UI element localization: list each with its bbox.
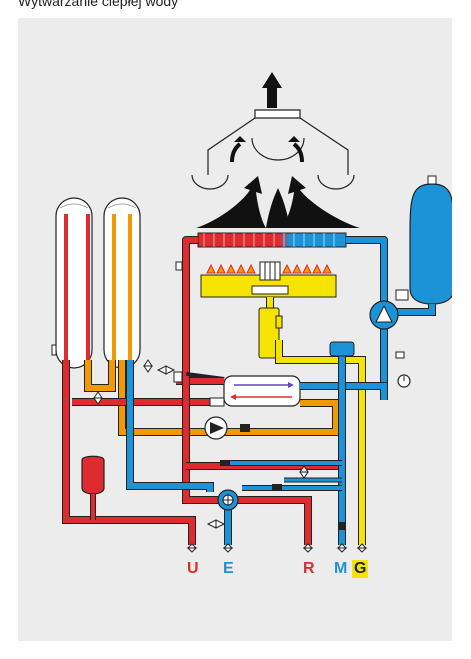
gauge-icon <box>398 375 410 387</box>
flue-gas-arrows <box>196 176 360 228</box>
connection-label-u: U <box>187 560 199 578</box>
connection-label-e: E <box>223 560 234 578</box>
connection-label-g: G <box>352 560 368 578</box>
pump-icon <box>370 290 408 358</box>
heat-exchanger-icon <box>224 376 300 406</box>
boiler-schematic <box>18 18 452 641</box>
expansion-vessel-icon <box>384 176 452 312</box>
sensor-block <box>330 342 354 356</box>
caption: Wytwarzanie ciepłej wody <box>18 0 178 9</box>
flow-turbine-icon <box>218 490 238 510</box>
dhw-expansion-vessel-icon <box>82 456 104 520</box>
connection-label-m: M <box>334 560 347 578</box>
connection-label-r: R <box>303 560 315 578</box>
burner <box>201 262 336 358</box>
diagram-panel: U E R M G <box>18 18 452 641</box>
hood-icon <box>192 110 354 189</box>
